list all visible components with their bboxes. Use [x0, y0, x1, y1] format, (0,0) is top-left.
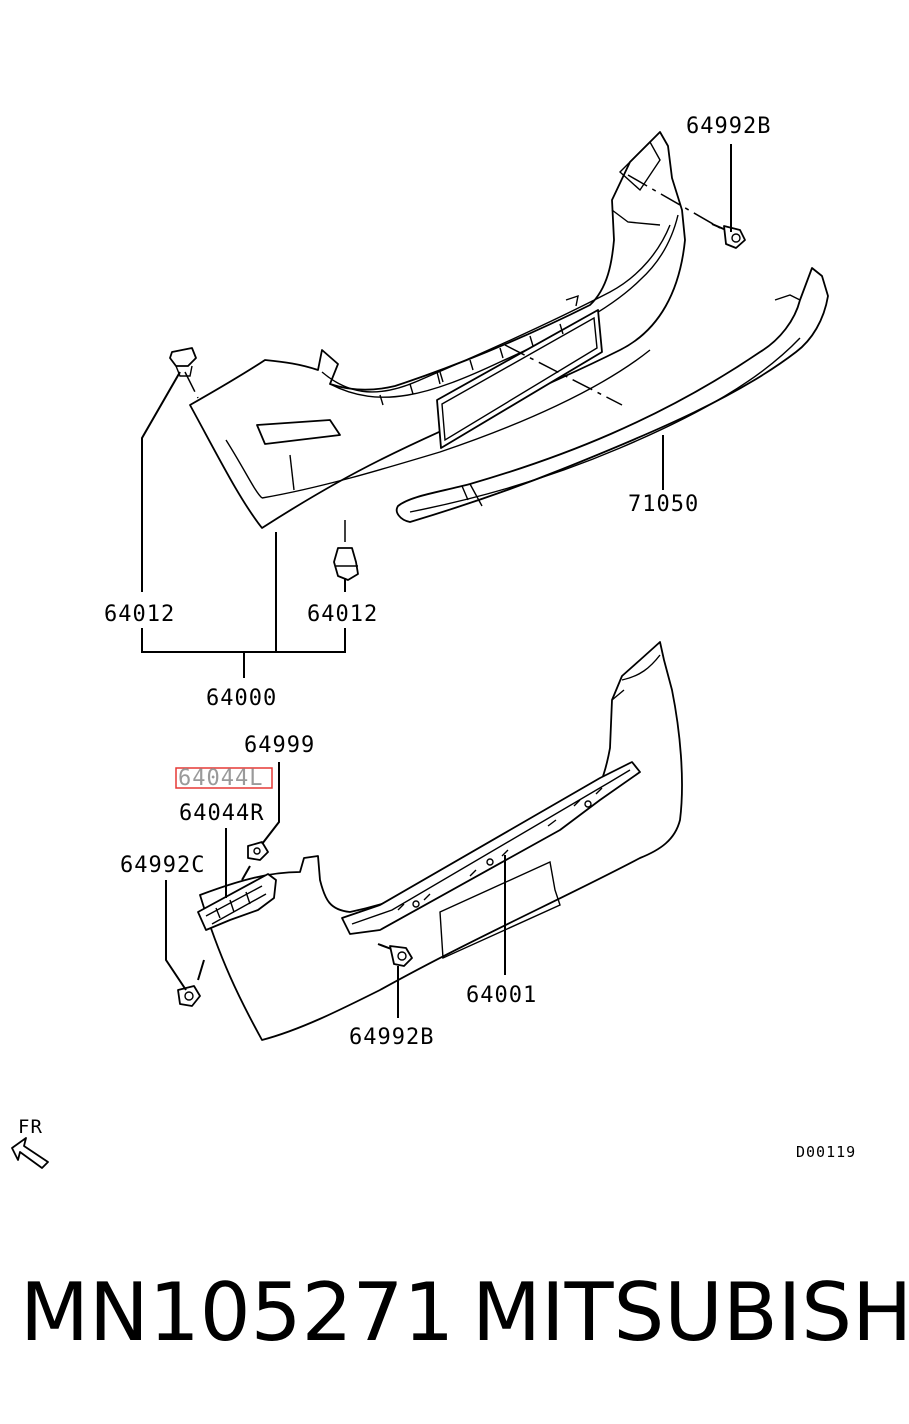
- bracket-64000: [141, 628, 346, 653]
- leader-64992C: [165, 880, 187, 991]
- label-64044R: 64044R: [179, 801, 264, 826]
- bolt-64992B-bottom: [377, 943, 413, 967]
- nut-64999: [247, 841, 269, 861]
- leader-64999-tail: [241, 865, 251, 881]
- rear-diffuser: [395, 267, 829, 523]
- label-64044L: 64044L: [178, 766, 263, 791]
- label-front-marker: FR: [18, 1116, 43, 1138]
- label-64012-left: 64012: [104, 602, 175, 627]
- label-64001: 64001: [466, 983, 537, 1008]
- label-64992C: 64992C: [120, 853, 205, 878]
- rear-bumper-face: [189, 131, 686, 529]
- bolt-64992B-top: [711, 223, 746, 249]
- label-64992B-top: 64992B: [686, 114, 771, 139]
- label-diagram-code: D00119: [796, 1143, 856, 1161]
- clip-64012-left: [169, 347, 197, 377]
- leader-64012-left: [141, 371, 181, 592]
- label-64012-right: 64012: [307, 602, 378, 627]
- leader-64999: [261, 762, 280, 845]
- label-71050: 71050: [628, 492, 699, 517]
- clip-64012-right: [333, 547, 359, 581]
- leader-64992C-tail: [197, 959, 205, 981]
- alignment-line-mid: [504, 344, 623, 406]
- footer-brand: MITSUBISHI: [472, 1266, 909, 1359]
- label-64999: 64999: [244, 733, 315, 758]
- label-64992B-bottom: 64992B: [349, 1025, 434, 1050]
- footer-part-number: MN105271: [20, 1266, 454, 1359]
- alignment-line-top: [627, 174, 721, 229]
- highlight-box-64044L: [175, 767, 273, 789]
- rear-bumper-back: [197, 641, 683, 1041]
- front-arrow-icon: [11, 1137, 49, 1169]
- bolt-64992C: [177, 985, 201, 1007]
- label-64000: 64000: [206, 686, 277, 711]
